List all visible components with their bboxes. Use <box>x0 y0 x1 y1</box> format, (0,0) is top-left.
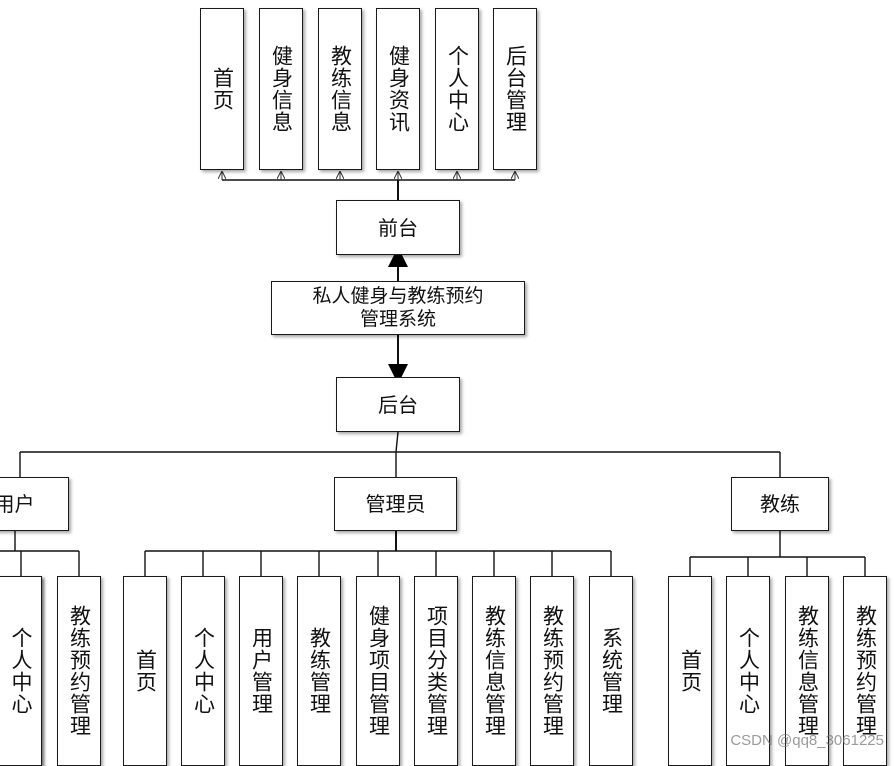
coach-item-coach-info-mgmt: 教练信息管理 <box>785 576 829 766</box>
system-root-node: 私人健身与教练预约 管理系统 <box>271 281 525 335</box>
admin-item-label: 教练预约管理 <box>540 605 565 737</box>
admin-item-project-category-mgmt: 项目分类管理 <box>414 576 458 766</box>
coach-item-label: 教练预约管理 <box>853 605 878 737</box>
role-label: 用户 <box>0 492 35 516</box>
role-admin-node: 管理员 <box>334 477 457 531</box>
coach-item-label: 教练信息管理 <box>795 605 820 737</box>
role-label: 教练 <box>760 492 800 516</box>
coach-item-coach-booking-mgmt: 教练预约管理 <box>843 576 887 766</box>
frontend-item-label: 首页 <box>210 67 235 111</box>
system-title: 私人健身与教练预约 管理系统 <box>312 285 484 330</box>
admin-item-label: 首页 <box>133 649 158 693</box>
admin-item-coach-mgmt: 教练管理 <box>297 576 341 766</box>
user-item-coach-booking: 教练预约管理 <box>57 576 101 766</box>
admin-item-label: 个人中心 <box>191 627 216 715</box>
backend-node: 后台 <box>336 377 460 432</box>
admin-item-coach-booking-mgmt: 教练预约管理 <box>530 576 574 766</box>
coach-item-label: 个人中心 <box>736 627 761 715</box>
admin-item-user-mgmt: 用户管理 <box>239 576 283 766</box>
watermark: CSDN @qq8_3061225 <box>730 732 884 749</box>
admin-item-personal-center: 个人中心 <box>181 576 225 766</box>
admin-item-fitness-project-mgmt: 健身项目管理 <box>356 576 400 766</box>
admin-item-label: 系统管理 <box>599 627 624 715</box>
frontend-item-label: 后台管理 <box>503 45 528 133</box>
frontend-item-fitness-info: 健身信息 <box>259 8 303 170</box>
frontend-item-label: 个人中心 <box>445 45 470 133</box>
frontend-item-fitness-news: 健身资讯 <box>376 8 420 170</box>
admin-item-label: 用户管理 <box>249 627 274 715</box>
role-coach-node: 教练 <box>731 477 829 531</box>
frontend-item-coach-info: 教练信息 <box>318 8 362 170</box>
user-item-label: 个人中心 <box>9 627 33 715</box>
frontend-node-label: 前台 <box>378 215 418 240</box>
frontend-item-home: 首页 <box>200 8 244 170</box>
role-label: 管理员 <box>365 492 426 516</box>
frontend-item-label: 健身资讯 <box>386 45 411 133</box>
user-item-label: 教练预约管理 <box>67 605 92 737</box>
coach-item-personal-center: 个人中心 <box>726 576 770 766</box>
frontend-item-label: 教练信息 <box>328 45 353 133</box>
frontend-item-personal-center: 个人中心 <box>435 8 479 170</box>
admin-item-coach-info-mgmt: 教练信息管理 <box>472 576 516 766</box>
admin-item-home: 首页 <box>123 576 167 766</box>
frontend-node: 前台 <box>336 200 460 255</box>
admin-item-label: 教练信息管理 <box>482 605 507 737</box>
coach-item-home: 首页 <box>668 576 712 766</box>
frontend-item-label: 健身信息 <box>269 45 294 133</box>
coach-item-label: 首页 <box>678 649 703 693</box>
frontend-item-backend-admin: 后台管理 <box>493 8 537 170</box>
user-item-personal-center: 个人中心 <box>0 576 42 766</box>
backend-node-label: 后台 <box>378 392 418 417</box>
admin-item-label: 健身项目管理 <box>366 605 391 737</box>
admin-item-label: 项目分类管理 <box>424 605 449 737</box>
role-user-node: 用户 <box>0 477 69 531</box>
backend-trunk-line <box>395 431 399 453</box>
admin-item-system-mgmt: 系统管理 <box>589 576 633 766</box>
admin-item-label: 教练管理 <box>307 627 332 715</box>
